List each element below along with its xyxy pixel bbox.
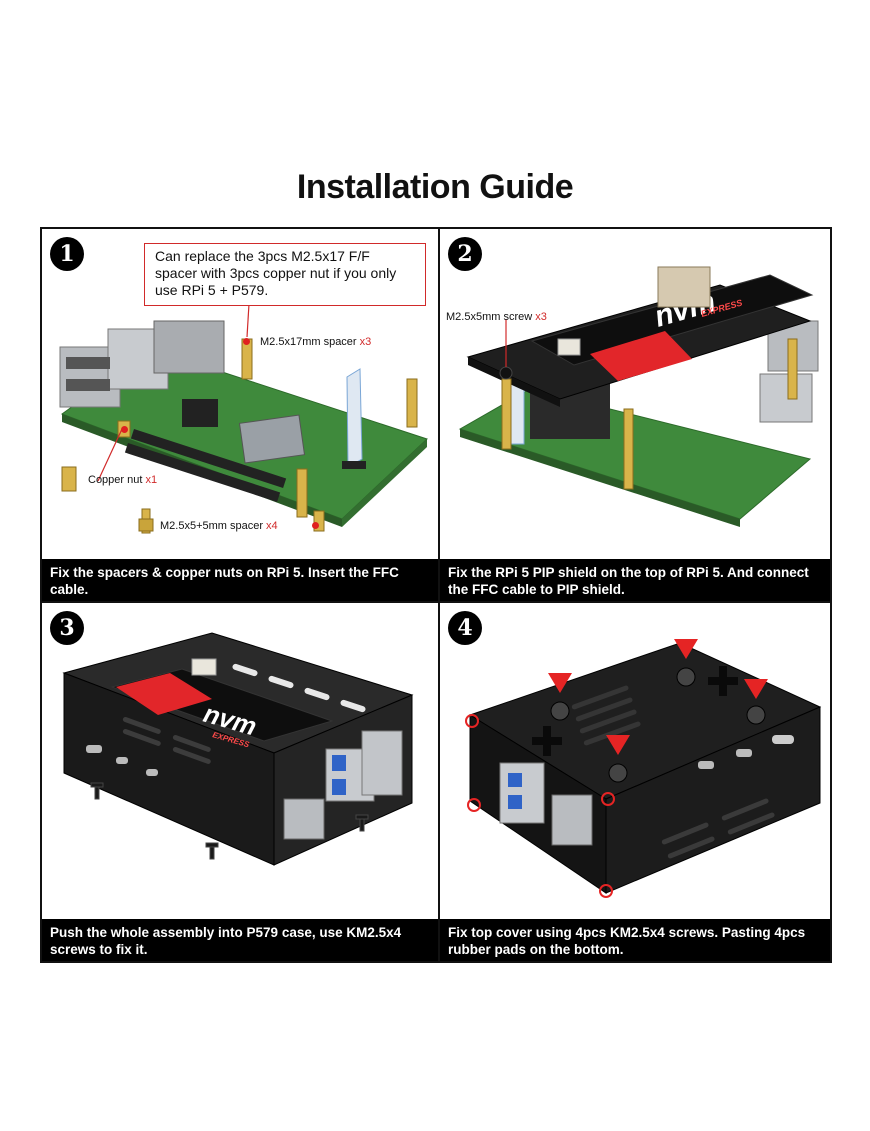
step-caption: Fix the RPi 5 PIP shield on the top of R… [440,559,830,601]
instruction-grid: 1 Can replace the 3pcs M2.5x17 F/F space… [40,227,832,963]
step-4-illustration [465,639,822,898]
step-caption: Fix top cover using 4pcs KM2.5x4 screws.… [440,919,830,961]
step-3-illustration: nvm EXPRESS [62,632,414,866]
step-2-illustration: nvm EXPRESS [458,266,819,527]
marker-dot [121,426,128,433]
horizontal-divider [42,601,830,603]
step-1-panel: 1 Can replace the 3pcs M2.5x17 F/F space… [42,229,438,601]
step-number-badge: 3 [50,611,84,645]
step-number-badge: 4 [448,611,482,645]
step-caption: Fix the spacers & copper nuts on RPi 5. … [42,559,438,601]
marker-dot [243,338,250,345]
step-3-panel: nvm EXPRESS 3 Push the whole assembly in… [42,603,438,961]
step-number-badge: 1 [50,237,84,271]
step-4-panel: 4 Fix top cover using 4pcs KM2.5x4 screw… [440,603,830,961]
marker-dot [312,522,319,529]
page-title: Installation Guide [296,168,574,206]
replacement-note: Can replace the 3pcs M2.5x17 F/F spacer … [144,243,426,306]
step-1-illustration [59,253,428,534]
step-number-badge: 2 [448,237,482,271]
vertical-divider [438,229,440,961]
step-caption: Push the whole assembly into P579 case, … [42,919,438,961]
